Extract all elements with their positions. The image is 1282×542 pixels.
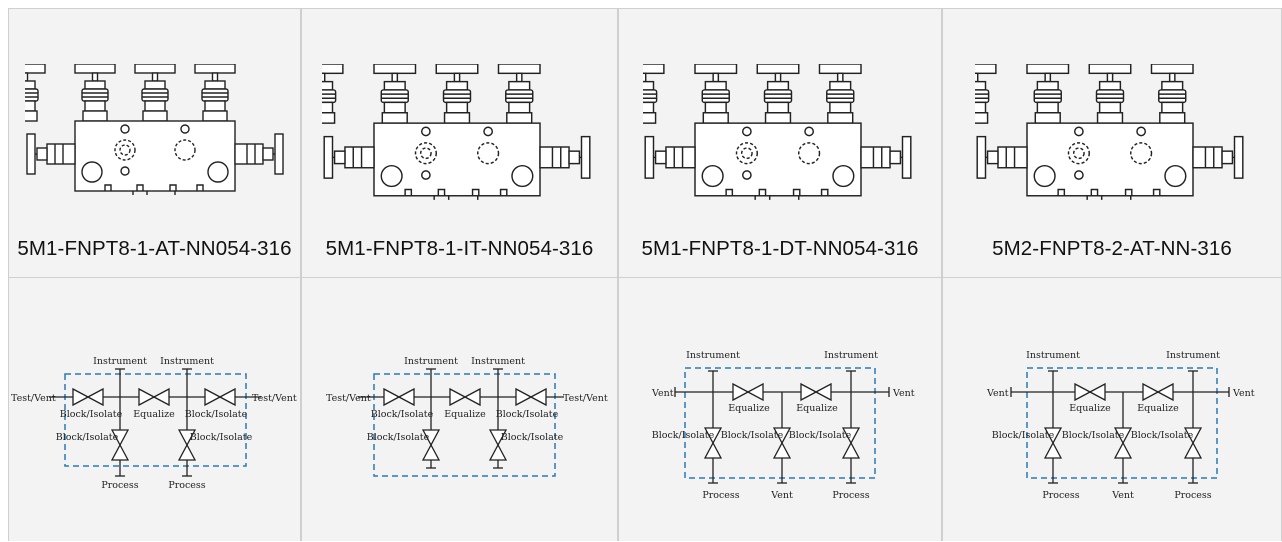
manifold-product-icon (302, 9, 619, 209)
label-block-isolate: Block/Isolate (371, 409, 434, 420)
label-vent: Vent (1111, 490, 1134, 501)
label-test-vent: Test/Vent (11, 393, 56, 404)
label-instrument: Instrument (160, 356, 214, 367)
manifold-product-icon (943, 9, 1282, 209)
label-instrument: Instrument (824, 350, 878, 361)
label-instrument: Instrument (686, 350, 740, 361)
label-block-isolate: Block/Isolate (721, 430, 784, 441)
label-vent: Vent (986, 388, 1009, 399)
label-block-isolate: Block/Isolate (652, 430, 715, 441)
label-process: Process (702, 490, 739, 501)
label-vent: Vent (1232, 388, 1255, 399)
label-equalize: Equalize (133, 409, 175, 420)
label-block-isolate: Block/Isolate (185, 409, 248, 420)
label-vent: Vent (892, 388, 915, 399)
label-block-isolate: Block/Isolate (190, 432, 253, 443)
label-equalize: Equalize (728, 403, 770, 414)
label-test-vent: Test/Vent (326, 393, 371, 404)
model-name: 5M1-FNPT8-1-IT-NN054-316 (325, 237, 594, 260)
product-card: 5M1-FNPT8-1-DT-NN054-316 (618, 8, 942, 277)
label-instrument: Instrument (1166, 350, 1220, 361)
label-instrument: Instrument (404, 356, 458, 367)
label-equalize: Equalize (444, 409, 486, 420)
label-block-isolate: Block/Isolate (367, 432, 430, 443)
label-process: Process (1174, 490, 1211, 501)
product-card: 5M1-FNPT8-1-IT-NN054-316 (301, 8, 618, 277)
label-block-isolate: Block/Isolate (56, 432, 119, 443)
product-grid: 5M1-FNPT8-1-AT-NN054-316 5M1-FNPT8-1-IT-… (8, 8, 1282, 541)
vent-manifold-schematic-icon: Instrument Instrument Vent Vent Equalize… (986, 350, 1255, 501)
label-process: Process (101, 480, 138, 491)
label-block-isolate: Block/Isolate (1062, 430, 1125, 441)
label-test-vent: Test/Vent (252, 393, 297, 404)
schematic-card: Instrument Instrument Test/Vent Test/Ven… (301, 277, 618, 541)
label-process: Process (168, 480, 205, 491)
five-valve-manifold-schematic-icon: Instrument Instrument Test/Vent Test/Ven… (326, 356, 608, 477)
label-process: Process (832, 490, 869, 501)
model-name: 5M2-FNPT8-2-AT-NN-316 (992, 237, 1232, 260)
schematic-card: Instrument Instrument Test/Vent Test/Ven… (8, 277, 301, 541)
model-name: 5M1-FNPT8-1-DT-NN054-316 (641, 237, 919, 260)
label-block-isolate: Block/Isolate (496, 409, 559, 420)
label-equalize: Equalize (1137, 403, 1179, 414)
schematic-card: Instrument Instrument Vent Vent Equalize… (942, 277, 1282, 541)
manifold-product-icon (619, 9, 943, 209)
label-equalize: Equalize (796, 403, 838, 414)
label-block-isolate: Block/Isolate (501, 432, 564, 443)
label-block-isolate: Block/Isolate (1131, 430, 1194, 441)
label-equalize: Equalize (1069, 403, 1111, 414)
schematic-card: Instrument Instrument Vent Vent Equalize… (618, 277, 942, 541)
label-instrument: Instrument (1026, 350, 1080, 361)
label-vent: Vent (651, 388, 674, 399)
label-process: Process (1042, 490, 1079, 501)
label-block-isolate: Block/Isolate (60, 409, 123, 420)
five-valve-manifold-schematic-icon: Instrument Instrument Test/Vent Test/Ven… (11, 356, 297, 491)
product-card: 5M2-FNPT8-2-AT-NN-316 (942, 8, 1282, 277)
label-vent: Vent (770, 490, 793, 501)
manifold-product-icon (9, 9, 302, 209)
label-block-isolate: Block/Isolate (992, 430, 1055, 441)
label-instrument: Instrument (93, 356, 147, 367)
label-block-isolate: Block/Isolate (789, 430, 852, 441)
vent-manifold-schematic-icon: Instrument Instrument Vent Vent Equalize… (651, 350, 915, 501)
label-instrument: Instrument (471, 356, 525, 367)
product-card: 5M1-FNPT8-1-AT-NN054-316 (8, 8, 301, 277)
label-test-vent: Test/Vent (563, 393, 608, 404)
model-name: 5M1-FNPT8-1-AT-NN054-316 (17, 237, 292, 260)
